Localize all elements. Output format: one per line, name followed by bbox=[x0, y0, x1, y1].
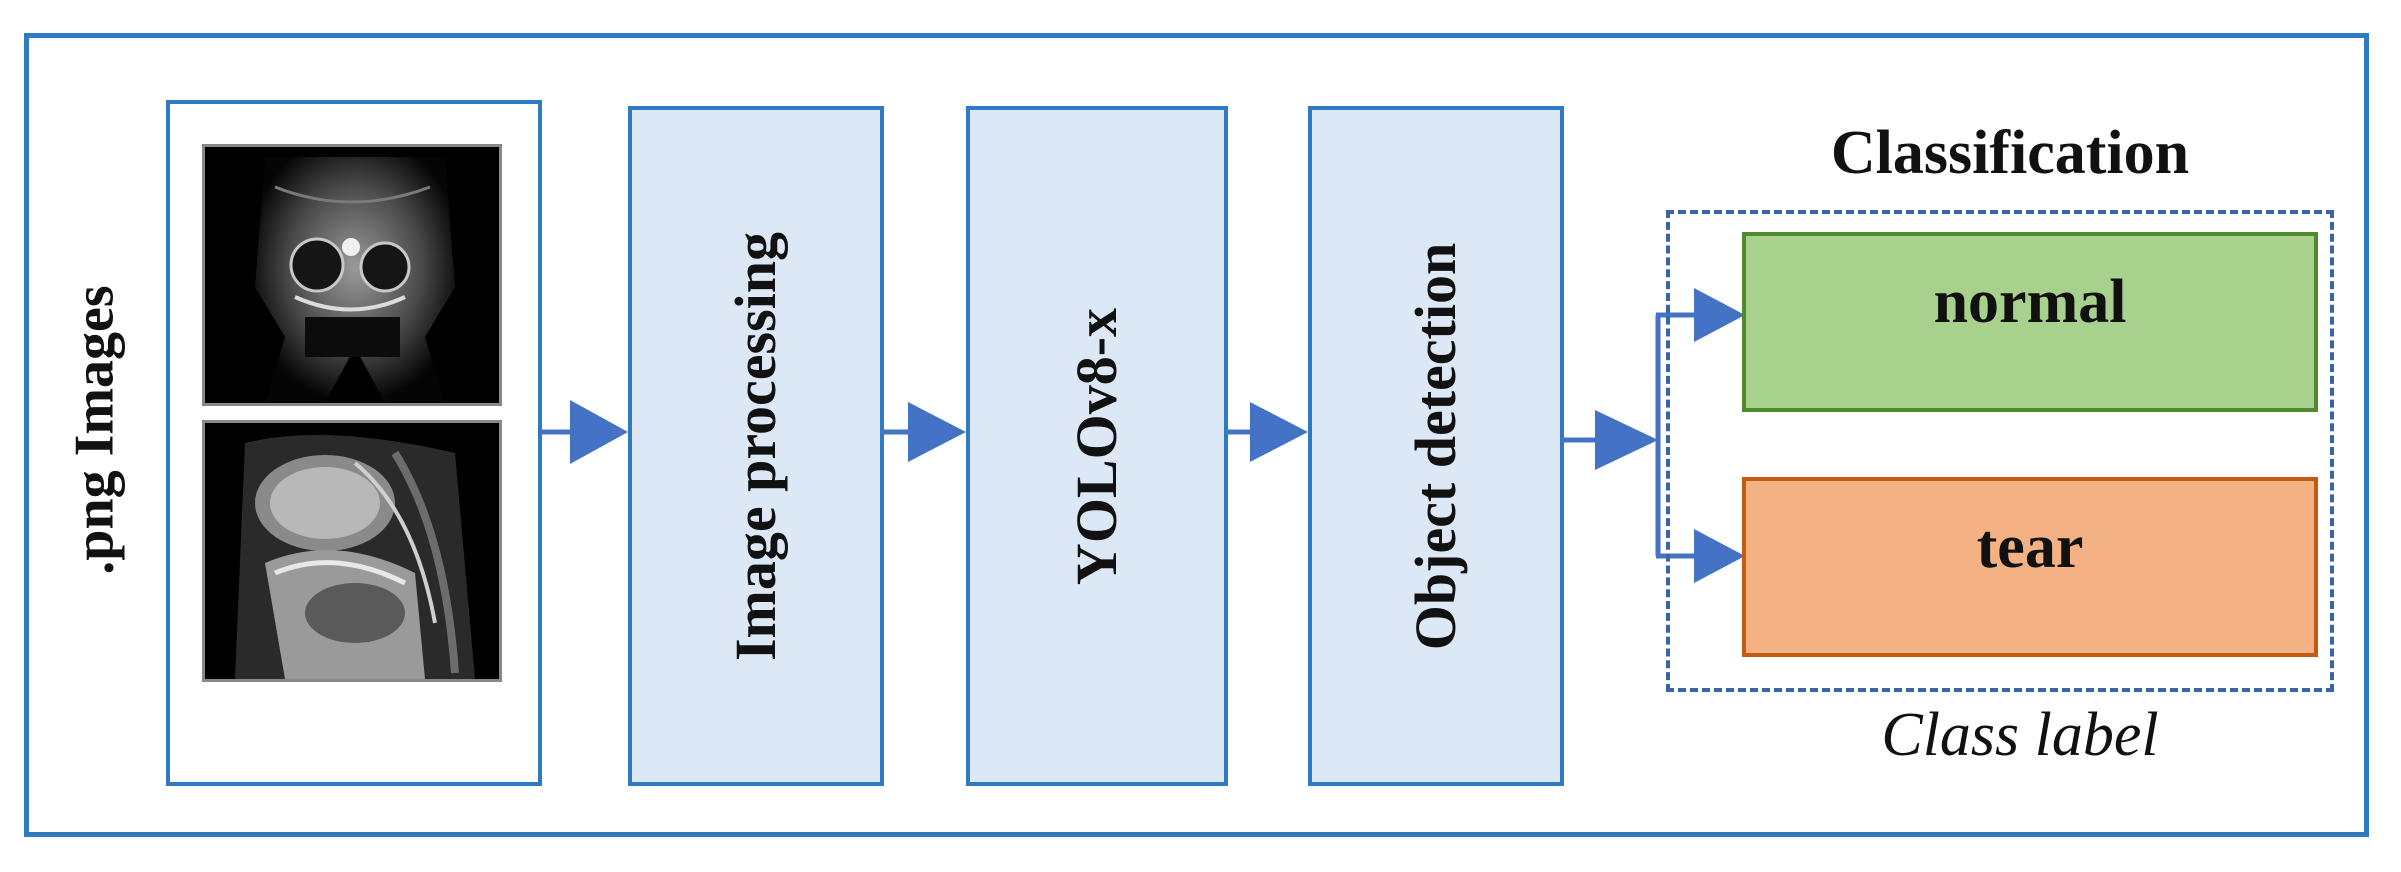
class-label-caption: Class label bbox=[1881, 701, 2159, 769]
stage-yolov8: YOLOv8-x bbox=[966, 106, 1228, 786]
arrow-icon bbox=[570, 400, 628, 464]
input-images-panel bbox=[166, 100, 542, 786]
class-normal-box: normal bbox=[1742, 232, 2318, 412]
stage-label: Image processing bbox=[723, 231, 789, 661]
class-tear-box: tear bbox=[1742, 477, 2318, 657]
stage-image-processing: Image processing bbox=[628, 106, 884, 786]
stage-object-detection: Object detection bbox=[1308, 106, 1564, 786]
arrow-icon bbox=[908, 402, 966, 462]
stage-label: YOLOv8-x bbox=[1064, 307, 1130, 585]
stage-label: Object detection bbox=[1403, 242, 1469, 650]
mri-coronal-image bbox=[202, 144, 502, 406]
arrow-icon bbox=[1250, 402, 1308, 462]
mri-sagittal-image bbox=[202, 420, 502, 682]
arrow-icon bbox=[1595, 410, 1658, 470]
arrow-icon bbox=[1694, 529, 1745, 583]
classification-group bbox=[1666, 210, 2334, 692]
classification-title: Classification bbox=[1830, 119, 2190, 187]
diagram-frame bbox=[24, 33, 2369, 837]
arrow-icon bbox=[1694, 288, 1745, 342]
